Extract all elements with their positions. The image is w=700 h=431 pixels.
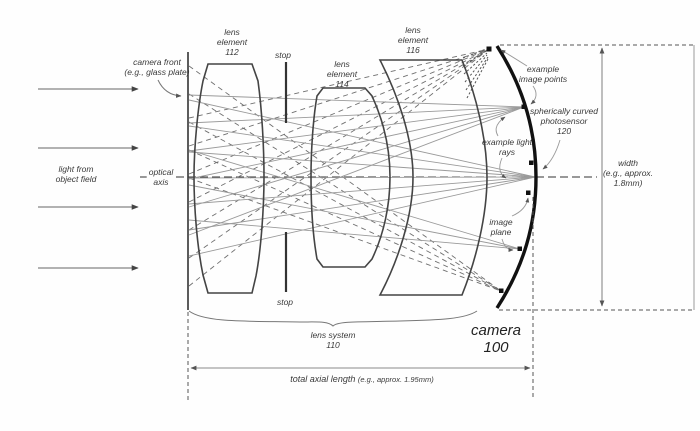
annotation-leaders (495, 49, 561, 252)
camera-front-leader (157, 79, 182, 98)
solid-light-rays (188, 94, 536, 257)
total-axial-length-note: (e.g., approx. 1.95mm) (357, 375, 434, 384)
dimension-lines (187, 44, 695, 400)
total-axial-length-label: total axial length (e.g., approx. 1.95mm… (290, 374, 433, 384)
photosensor-arc (495, 45, 538, 309)
incoming-light-arrows (38, 86, 139, 271)
lens-element-116-shape (378, 59, 488, 296)
dashed-light-rays (188, 48, 502, 292)
lens-element-114-shape (310, 87, 391, 268)
lens-element-112-shape (193, 63, 265, 294)
lens-system-brace (188, 310, 478, 327)
total-axial-length-text: total axial length (290, 374, 358, 384)
image-point-markers (486, 46, 534, 293)
